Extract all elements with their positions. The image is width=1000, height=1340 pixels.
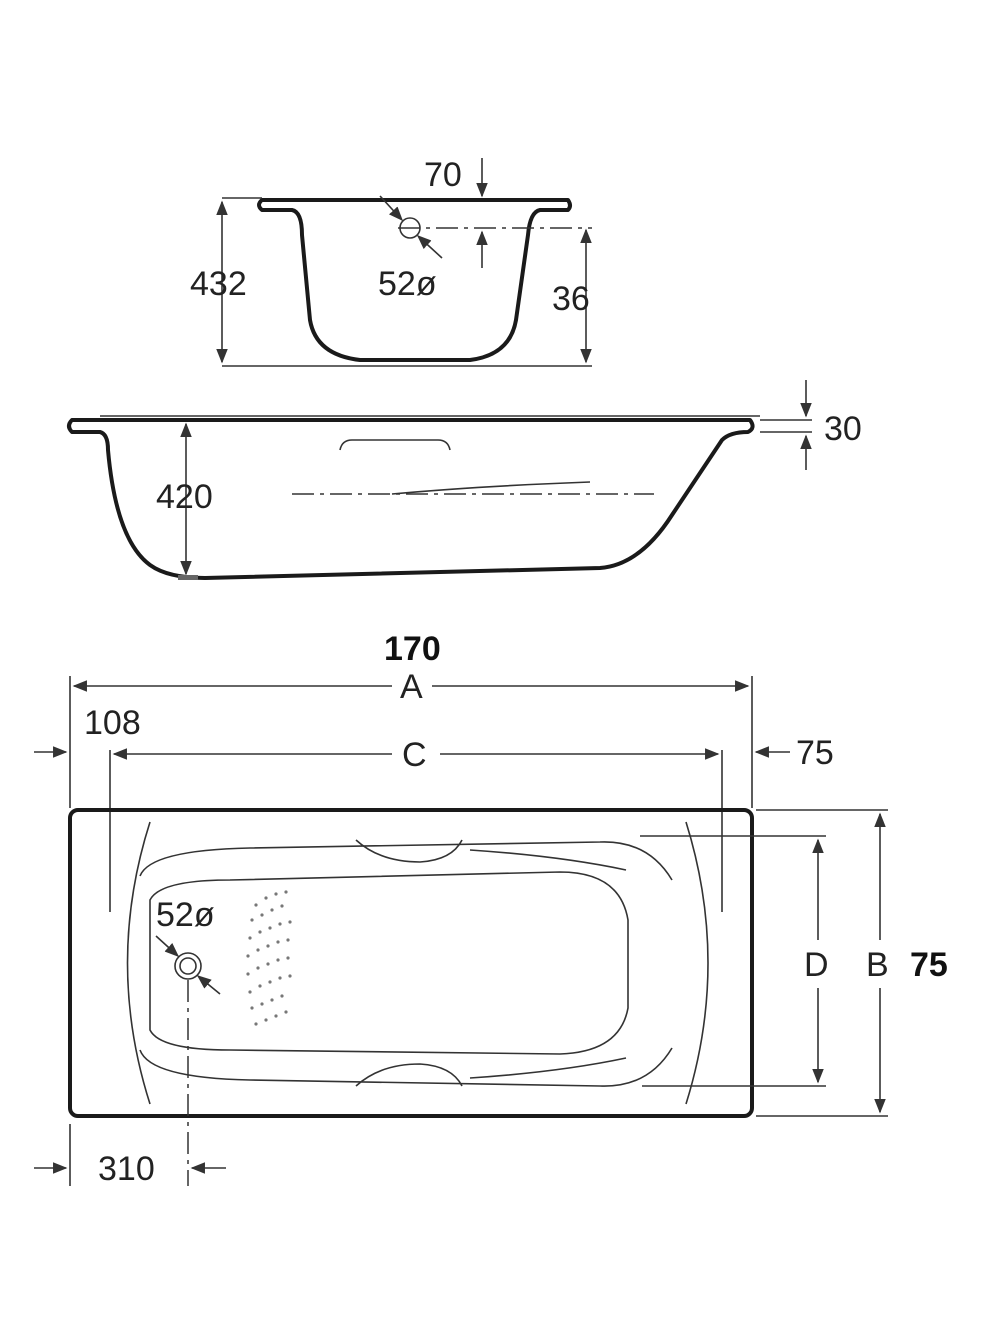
- dim-d-label: D: [804, 946, 829, 984]
- top-handle: [355, 839, 463, 863]
- plan-drain-label: 52ø: [156, 896, 215, 934]
- overflow-hole: [399, 217, 421, 239]
- dim-70-label: 70: [424, 156, 462, 194]
- bottom-handle: [355, 1063, 463, 1087]
- dim-36-label: 36: [552, 280, 590, 318]
- side-drain: [178, 575, 198, 580]
- end-view: 432 36 70 52ø: [190, 156, 592, 367]
- dim-108-label: 108: [84, 704, 141, 742]
- anti-slip-dots: [246, 890, 292, 1026]
- dim-30-label: 30: [824, 410, 862, 448]
- plan-drain: [174, 952, 202, 980]
- basin-inner: [149, 871, 629, 1055]
- dim-310-label: 310: [98, 1150, 155, 1188]
- plan-view: 170 A C 108 75: [34, 630, 948, 1188]
- end-view-outline: [257, 198, 572, 362]
- dim-a-label: A: [400, 668, 423, 706]
- width-value-label: 75: [910, 946, 948, 984]
- side-view-outline: [67, 418, 755, 580]
- dim-75-label: 75: [796, 734, 834, 772]
- plan-outline: [68, 808, 754, 1118]
- side-view: 30 420: [67, 380, 862, 580]
- dim-432-label: 432: [190, 265, 247, 303]
- dim-c-label: C: [402, 736, 427, 774]
- dim-b-label: B: [866, 946, 889, 984]
- side-handle: [339, 439, 451, 451]
- dim-420-label: 420: [156, 478, 213, 516]
- length-value-label: 170: [384, 630, 441, 668]
- end-drain-label: 52ø: [378, 265, 437, 303]
